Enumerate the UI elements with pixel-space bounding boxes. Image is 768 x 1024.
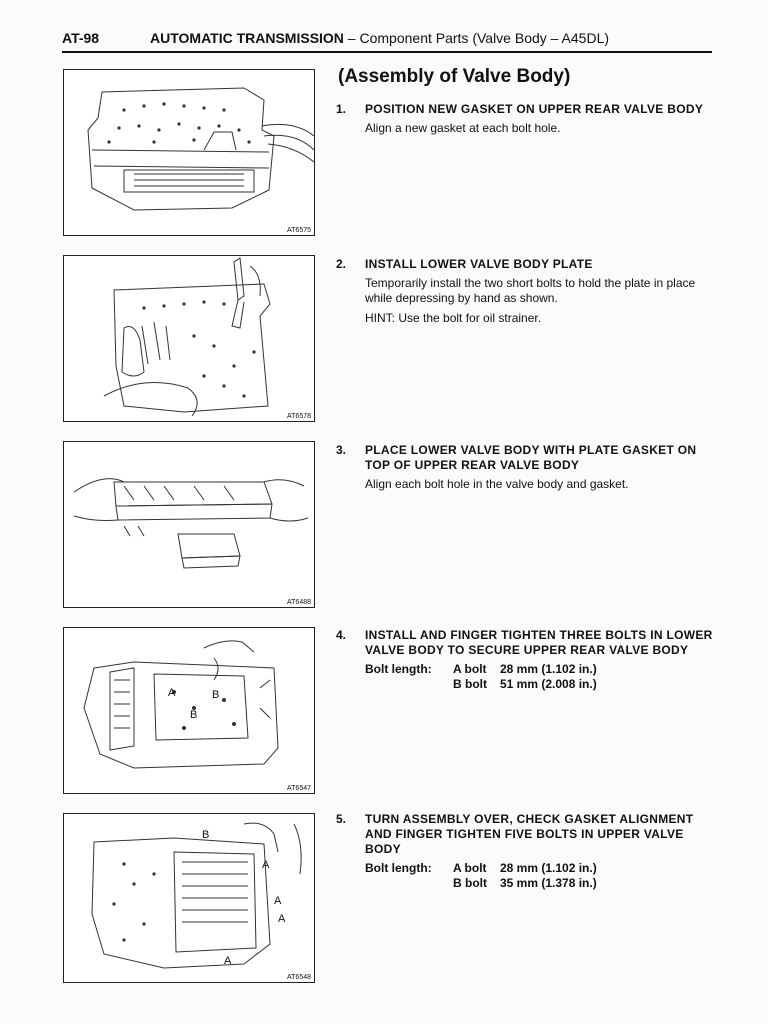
figure-step-1: AT6575	[63, 69, 315, 236]
figure-label-a: A	[278, 913, 286, 925]
step-2: 2. INSTALL LOWER VALVE BODY PLATE Tempor…	[336, 257, 716, 331]
figure-code: AT6488	[286, 599, 312, 606]
step-text: Temporarily install the two short bolts …	[365, 276, 696, 305]
figure-step-5: B A A A A AT6548	[63, 813, 315, 983]
bolt-length-label: Bolt length:	[365, 662, 432, 676]
step-number: 2.	[336, 257, 347, 271]
bolt-length-spacer	[365, 876, 453, 891]
bolt-row: B bolt 35 mm (1.378 in.)	[365, 876, 716, 891]
step-number: 1.	[336, 102, 347, 116]
header-title-rest: – Component Parts (Valve Body – A45DL)	[343, 30, 610, 46]
bolt-length: 51 mm (2.008 in.)	[500, 677, 597, 691]
figure-step-4: A B B AT6547	[63, 627, 315, 794]
bolt-name: B bolt	[453, 876, 487, 890]
figure-step-3: AT6488	[63, 441, 315, 608]
figure-label-a: A	[262, 859, 270, 871]
bolt-length: 28 mm (1.102 in.)	[500, 662, 597, 676]
bolt-length-label: Bolt length:	[365, 861, 432, 875]
figure-label-b: B	[202, 829, 209, 841]
bolt-row: Bolt length: A bolt 28 mm (1.102 in.)	[365, 861, 716, 876]
step-5: 5. TURN ASSEMBLY OVER, CHECK GASKET ALIG…	[336, 812, 716, 891]
bolt-length: 35 mm (1.378 in.)	[500, 876, 597, 890]
page-header-title: AUTOMATIC TRANSMISSION – Component Parts…	[150, 30, 609, 46]
step-heading: INSTALL AND FINGER TIGHTEN THREE BOLTS I…	[365, 628, 713, 657]
step-heading: TURN ASSEMBLY OVER, CHECK GASKET ALIGNME…	[365, 812, 694, 856]
header-title-bold: AUTOMATIC TRANSMISSION	[150, 30, 344, 46]
figure-label-b: B	[190, 709, 197, 721]
section-title: (Assembly of Valve Body)	[338, 66, 571, 87]
figure-code: AT6575	[286, 227, 312, 234]
bolt-name: A bolt	[453, 662, 487, 676]
figure-label-a: A	[168, 687, 176, 699]
five-bolt-illustration: B A A A A	[91, 822, 302, 969]
figure-label-a: A	[274, 895, 282, 907]
figure-code: AT6578	[286, 413, 312, 420]
figure-code: AT6547	[286, 785, 312, 792]
step-4: 4. INSTALL AND FINGER TIGHTEN THREE BOLT…	[336, 628, 716, 692]
figure-label-b: B	[212, 689, 219, 701]
step-3: 3. PLACE LOWER VALVE BODY WITH PLATE GAS…	[336, 443, 716, 497]
step-hint: HINT: Use the bolt for oil strainer.	[365, 311, 542, 325]
step-heading: POSITION NEW GASKET ON UPPER REAR VALVE …	[365, 102, 704, 116]
bolt-length-spacer	[365, 677, 453, 692]
bolt-length-table: Bolt length: A bolt 28 mm (1.102 in.) B …	[365, 861, 716, 891]
step-body: Align a new gasket at each bolt hole.	[365, 121, 716, 136]
bolt-length: 28 mm (1.102 in.)	[500, 861, 597, 875]
figure-step-2: AT6578	[63, 255, 315, 422]
bolt-row: B bolt 51 mm (2.008 in.)	[365, 677, 716, 692]
step-number: 4.	[336, 628, 347, 642]
step-heading: INSTALL LOWER VALVE BODY PLATE	[365, 257, 593, 271]
step-text: Align a new gasket at each bolt hole.	[365, 121, 561, 135]
step-body: Align each bolt hole in the valve body a…	[365, 477, 716, 492]
page-header: AT-98 AUTOMATIC TRANSMISSION – Component…	[0, 0, 768, 56]
step-body: Temporarily install the two short bolts …	[365, 276, 716, 326]
lower-plate-install-illustration	[103, 257, 271, 417]
step-1: 1. POSITION NEW GASKET ON UPPER REAR VAL…	[336, 102, 716, 141]
step-text: Align each bolt hole in the valve body a…	[365, 477, 629, 491]
step-number: 5.	[336, 812, 347, 826]
bolt-row: Bolt length: A bolt 28 mm (1.102 in.)	[365, 662, 716, 677]
figure-code: AT6548	[286, 974, 312, 981]
three-bolt-illustration: A B B	[83, 640, 279, 769]
valve-body-gasket-illustration	[87, 87, 314, 211]
step-number: 3.	[336, 443, 347, 457]
valve-body-stack-illustration	[73, 478, 309, 569]
header-rule	[62, 51, 712, 53]
bolt-name: B bolt	[453, 677, 487, 691]
step-heading: PLACE LOWER VALVE BODY WITH PLATE GASKET…	[365, 443, 697, 472]
bolt-name: A bolt	[453, 861, 487, 875]
figure-label-a: A	[224, 955, 232, 967]
bolt-length-table: Bolt length: A bolt 28 mm (1.102 in.) B …	[365, 662, 716, 692]
page-code: AT-98	[62, 30, 100, 46]
